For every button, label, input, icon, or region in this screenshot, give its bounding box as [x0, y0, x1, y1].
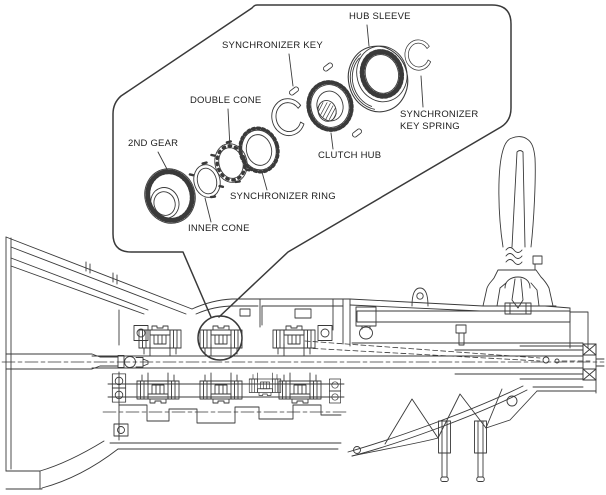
synchronizer-key-2: [323, 62, 333, 72]
gear-2nd: [144, 168, 196, 224]
mainshaft-gear-clusters: [91, 325, 584, 369]
transmission-cross-section: [1, 136, 605, 490]
shift-tower: [482, 255, 557, 315]
label-hub-sleeve: HUB SLEEVE: [349, 11, 411, 22]
synchronizer-ring-part: [238, 126, 280, 174]
label-double-cone: DOUBLE CONE: [190, 95, 262, 106]
mounting-stud-2: [474, 420, 487, 482]
label-inner-cone: INNER CONE: [188, 223, 250, 234]
label-synchronizer-ring: SYNCHRONIZER RING: [230, 191, 336, 202]
key-spring-2: [403, 38, 432, 72]
label-2nd-gear: 2ND GEAR: [128, 138, 179, 149]
shift-lever: [498, 136, 536, 265]
shift-rail: [355, 306, 571, 346]
extension-housing: [347, 298, 605, 457]
mounting-stud-1: [438, 420, 451, 482]
hub-sleeve-part: [347, 45, 409, 113]
callout-balloon: [112, 4, 512, 318]
synchronizer-key-1: [289, 86, 299, 96]
bell-housing: [5, 236, 193, 490]
synchronizer-key-3: [352, 128, 362, 138]
label-synchronizer-key: SYNCHRONIZER KEY: [222, 40, 323, 51]
clutch-hub-part: [306, 80, 354, 132]
inner-cone-ring: [188, 161, 225, 199]
input-shaft: [5, 353, 149, 370]
key-spring-1: [268, 95, 306, 139]
housing-lug: [411, 287, 429, 307]
label-clutch-hub: CLUTCH HUB: [318, 150, 382, 161]
label-synchronizer-key-spring: SYNCHRONIZER KEY SPRING: [400, 109, 479, 132]
leader-lines: [157, 24, 424, 223]
hidden-shaft-lines: [304, 340, 591, 364]
main-case: [109, 298, 351, 450]
exploded-view-callout: [112, 4, 512, 318]
countershaft-gear-clusters: [107, 372, 345, 404]
detail-circle: [197, 315, 243, 361]
